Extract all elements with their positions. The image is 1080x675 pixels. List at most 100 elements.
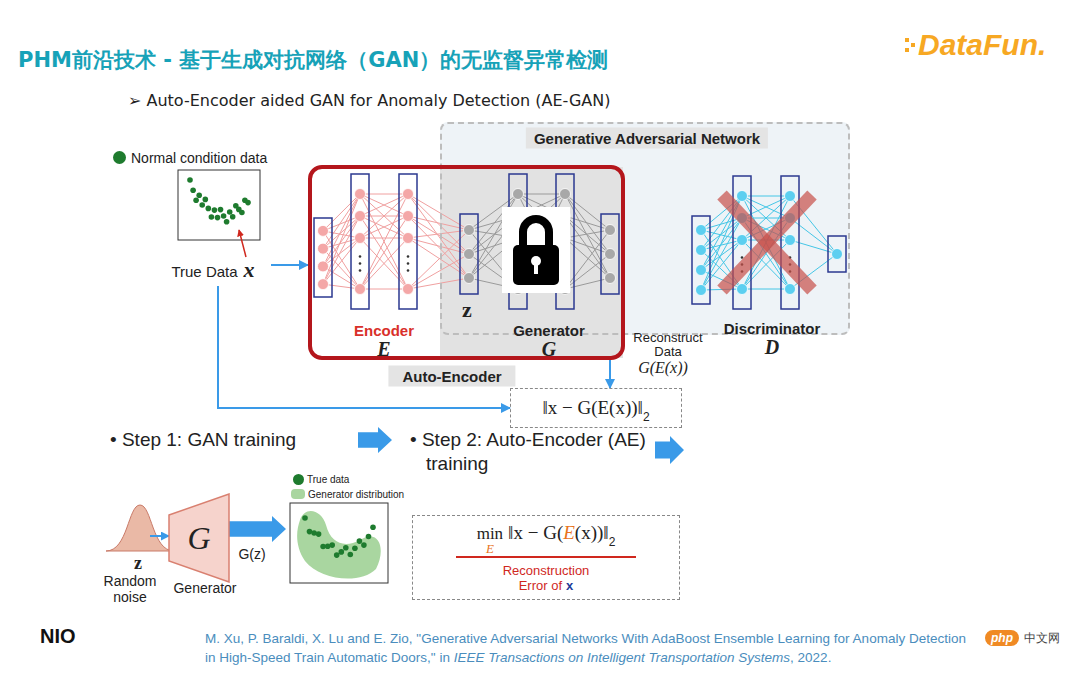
distribution-box	[290, 503, 388, 583]
network-link	[360, 238, 408, 239]
leader-arrow	[239, 230, 246, 257]
network-link	[742, 289, 790, 290]
ellipsis-dot	[407, 262, 410, 265]
network-link	[360, 194, 408, 238]
data-dot	[343, 545, 349, 551]
citation: M. Xu, P. Baraldi, X. Lu and E. Zio, "Ge…	[205, 629, 975, 667]
node-text: ‖x − G(E(x))‖	[542, 397, 643, 419]
node-text: G	[187, 520, 210, 557]
legend-text: Generator distribution	[308, 489, 404, 500]
legend-text: Normal condition data	[131, 150, 267, 166]
text-group: DiscriminatorD	[724, 320, 821, 357]
layer-frame	[351, 174, 369, 309]
neuron	[737, 284, 748, 295]
generator-block: GGenerator	[168, 493, 230, 583]
step-arrow	[655, 436, 684, 464]
text-group: Generative Adversarial Network	[526, 128, 768, 149]
node-text: Generative Adversarial Network	[526, 128, 768, 149]
text-row: Error ofx	[519, 578, 574, 593]
legend-swatch	[293, 474, 304, 485]
neuron	[403, 233, 414, 244]
text-group: G	[187, 520, 210, 557]
ellipsis-dot	[741, 256, 744, 259]
network-link	[565, 216, 610, 230]
text-group: Auto-Encoder	[388, 366, 515, 387]
data-dot	[209, 214, 215, 220]
node-text: Generator	[513, 322, 585, 339]
process-box: True Data x	[163, 168, 271, 286]
connector-arrow	[609, 358, 611, 388]
citation-text: , 2022.	[790, 650, 831, 665]
neuron	[605, 249, 616, 260]
process-box: ‖x − G(E(x))‖2	[510, 388, 682, 428]
ellipsis-dot	[359, 269, 362, 272]
data-dot	[245, 200, 251, 206]
data-dot	[227, 209, 233, 215]
layer-frame	[781, 176, 799, 309]
node-text: True Data	[171, 263, 237, 280]
node-text: E	[377, 339, 390, 359]
lock-shackle	[523, 219, 549, 247]
network-link	[360, 289, 408, 290]
logo-mark	[905, 38, 909, 42]
lock-ground	[502, 207, 570, 293]
network-link	[742, 196, 790, 197]
neuron	[464, 273, 475, 284]
data-dot	[199, 202, 205, 208]
network-link	[565, 216, 610, 278]
label-text: ➢ Auto-Encoder aided GAN for Anomaly Det…	[128, 91, 610, 110]
network-link	[360, 194, 408, 289]
node-text: x	[244, 257, 255, 283]
network-link	[360, 216, 408, 289]
label-text: G(z)	[238, 546, 265, 562]
layer-frame	[460, 214, 478, 294]
network-link	[360, 216, 408, 289]
process-box: Auto-EncoderEncoderEGeneratorG	[308, 165, 625, 360]
neuron	[318, 261, 329, 272]
node-text: Encoder	[354, 322, 414, 339]
neuron	[403, 211, 414, 222]
data-dot	[190, 187, 196, 193]
layer-frame	[314, 218, 332, 297]
data-dot	[339, 549, 345, 555]
neuron	[403, 189, 414, 200]
node-text: E	[486, 542, 494, 555]
network-link	[360, 194, 408, 216]
data-dot	[239, 210, 245, 216]
text-group: True Data x	[171, 257, 254, 283]
lock-body	[513, 245, 559, 285]
neuron	[696, 245, 707, 256]
data-dot	[206, 206, 212, 212]
connector-arrow	[218, 286, 510, 408]
neuron	[318, 243, 329, 254]
cross-mark	[722, 195, 812, 290]
cross-mark	[722, 195, 812, 290]
network-link	[565, 194, 610, 278]
data-dot	[334, 552, 340, 558]
network-link	[323, 238, 360, 266]
layer-frame	[399, 174, 417, 309]
ellipsis-dot	[359, 255, 362, 258]
node-text: Error of	[519, 578, 562, 593]
data-dot	[329, 542, 335, 548]
data-dot	[212, 207, 218, 213]
network-link	[565, 230, 610, 289]
data-dot	[316, 531, 322, 537]
data-dot	[224, 219, 230, 225]
label-text: z	[462, 297, 472, 323]
label-text: 中文网	[1024, 630, 1060, 647]
neuron	[355, 211, 366, 222]
node-text: D	[765, 337, 779, 357]
layer-frame	[601, 214, 619, 294]
node-text: Reconstruction	[503, 563, 590, 578]
network-link	[565, 216, 610, 254]
generator-distribution	[297, 511, 381, 579]
gaussian-curve	[106, 505, 174, 551]
neuron	[464, 225, 475, 236]
data-dot	[361, 542, 367, 548]
data-dot	[302, 515, 308, 521]
text-group: ReconstructionError ofx	[503, 563, 590, 593]
network-link	[323, 216, 360, 266]
data-dot	[348, 552, 354, 558]
neuron	[785, 191, 796, 202]
